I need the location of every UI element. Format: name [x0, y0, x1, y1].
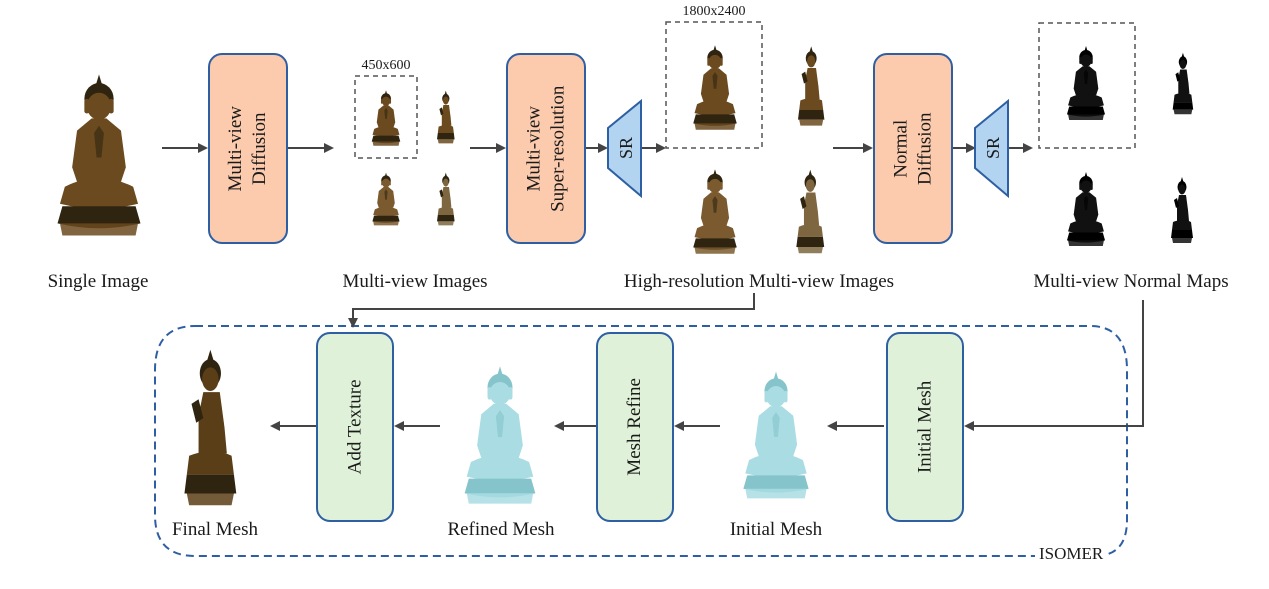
stage-label-highres-images: High-resolution Multi-view Images: [623, 271, 895, 292]
dashed-box-normal: [1038, 22, 1136, 149]
connector-highres-to-add-texture: [348, 293, 755, 328]
isomer-group-boundary: [154, 325, 1128, 557]
single-image-statue-image: [38, 60, 160, 250]
mv-thumb-side-image: [433, 88, 457, 146]
hr-side2-image: [790, 165, 828, 258]
mv-thumb-front-image: [365, 88, 407, 148]
resolution-label-high: 1800x2400: [682, 4, 746, 19]
sr-block-2-label: SR: [983, 136, 1003, 160]
module-line: Super-resolution: [547, 85, 569, 212]
stage-label-initial-mesh: Initial Mesh: [729, 519, 823, 540]
stage-label-refined-mesh: Refined Mesh: [447, 519, 555, 540]
dashed-box-1800x2400: [665, 21, 763, 149]
normal-side2-image: [1166, 168, 1196, 252]
normal-front-image: [1058, 42, 1114, 124]
initial-mesh-statue-image: [728, 355, 824, 515]
add-texture-module: Add Texture: [316, 332, 394, 522]
resolution-label-low: 450x600: [361, 58, 411, 73]
hr-front-image: [683, 40, 747, 135]
final-mesh-statue-image: [172, 345, 244, 510]
module-line: Diffusion: [249, 112, 270, 185]
sr-block-1-label: SR: [616, 136, 636, 160]
hr-side-image: [792, 40, 828, 132]
module-line: Multi-view: [225, 105, 247, 192]
module-line: Diffusion: [913, 112, 935, 185]
multiview-diffusion-module: Multi-view Diffusion: [208, 53, 288, 244]
module-label: Add Texture: [344, 379, 366, 475]
module-line: Multi-view: [523, 105, 545, 192]
stage-label-normal-maps: Multi-view Normal Maps: [1033, 271, 1229, 292]
multiview-super-resolution-module: Multi-view Super-resolution: [506, 53, 586, 244]
sr-block-1: [607, 98, 642, 199]
dashed-box-450x600: [354, 75, 418, 159]
mv-thumb-side2-image: [433, 170, 457, 228]
stage-label-multiview-images: Multi-view Images: [342, 271, 488, 292]
connector-normals-to-initial-mesh: [964, 300, 1144, 431]
module-label: Mesh Refine: [624, 378, 646, 476]
mesh-refine-module: Mesh Refine: [596, 332, 674, 522]
refined-mesh-statue-image: [448, 355, 552, 515]
normal-diffusion-module: Normal Diffusion: [873, 53, 953, 244]
stage-label-final-mesh: Final Mesh: [171, 519, 259, 540]
isomer-group-label: ISOMER: [1035, 545, 1108, 562]
module-label: Initial Mesh: [914, 380, 936, 474]
normal-side-image: [1168, 42, 1196, 125]
module-line: Normal: [890, 119, 912, 178]
hr-back-image: [683, 165, 747, 258]
initial-mesh-module: Initial Mesh: [886, 332, 964, 522]
sr-block-2: [974, 98, 1009, 199]
normal-back-image: [1058, 168, 1114, 250]
mv-thumb-back-image: [366, 170, 406, 228]
stage-label-single-image: Single Image: [47, 271, 149, 292]
